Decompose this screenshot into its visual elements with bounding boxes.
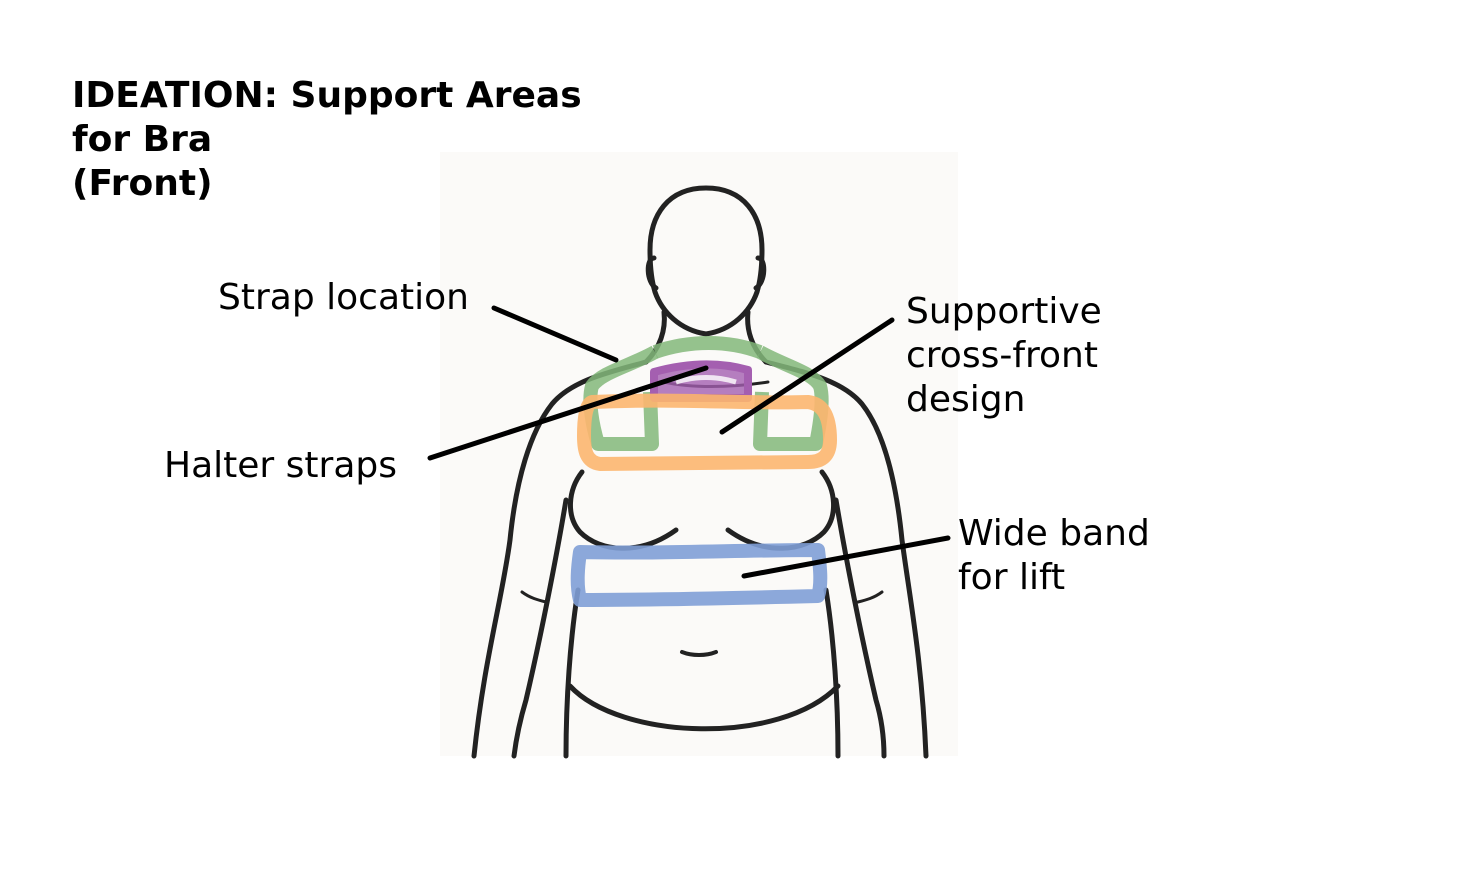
label-wide-band-line-2: for lift (958, 557, 1066, 598)
label-supportive-cross-front: Supportive cross-front design (906, 290, 1102, 422)
head-outline (647, 185, 765, 337)
right-shoulder-arm (763, 359, 929, 759)
left-shoulder-arm (471, 359, 649, 759)
right-side-crease (856, 590, 884, 604)
right-strap-loop (753, 345, 829, 451)
title-line-3: (Front) (72, 163, 213, 204)
left-strap-loop (583, 345, 659, 451)
label-cross-front-line-1: Supportive (906, 291, 1102, 332)
halter-straps-marker (650, 360, 752, 402)
leader-lines (427, 305, 951, 579)
label-wide-band-line-1: Wide band (958, 513, 1150, 554)
label-halter-straps: Halter straps (164, 445, 397, 486)
left-ear (645, 255, 659, 291)
right-ear (753, 255, 767, 291)
sketch-paper (440, 152, 958, 756)
label-cross-front-line-2: cross-front (906, 335, 1098, 376)
leader-cross-front (719, 317, 895, 435)
halter-highlight (675, 375, 737, 385)
title-line-2: for Bra (72, 119, 213, 160)
title-line-1: IDEATION: Support Areas (72, 75, 582, 116)
left-torso-side (563, 587, 581, 759)
right-inner-arm (833, 497, 887, 759)
diagram-title: IDEATION: Support Areas for Bra (Front) (72, 74, 582, 206)
strap-location-marker (583, 336, 829, 451)
left-breast-curve (567, 469, 679, 551)
leader-halter-straps (427, 365, 709, 461)
leader-wide-band (741, 535, 951, 579)
wide-band-marker (570, 543, 828, 607)
left-side-crease (520, 590, 548, 604)
belly-curve (567, 683, 841, 732)
cross-front-marker (577, 393, 837, 471)
left-inner-arm (511, 497, 569, 759)
navel (680, 650, 718, 657)
label-cross-front-line-3: design (906, 379, 1026, 420)
label-strap-location: Strap location (218, 277, 469, 318)
neck-strap-arc (652, 336, 763, 359)
right-torso-side (823, 587, 841, 759)
leader-strap-location (491, 305, 619, 363)
label-wide-band: Wide band for lift (958, 512, 1150, 600)
